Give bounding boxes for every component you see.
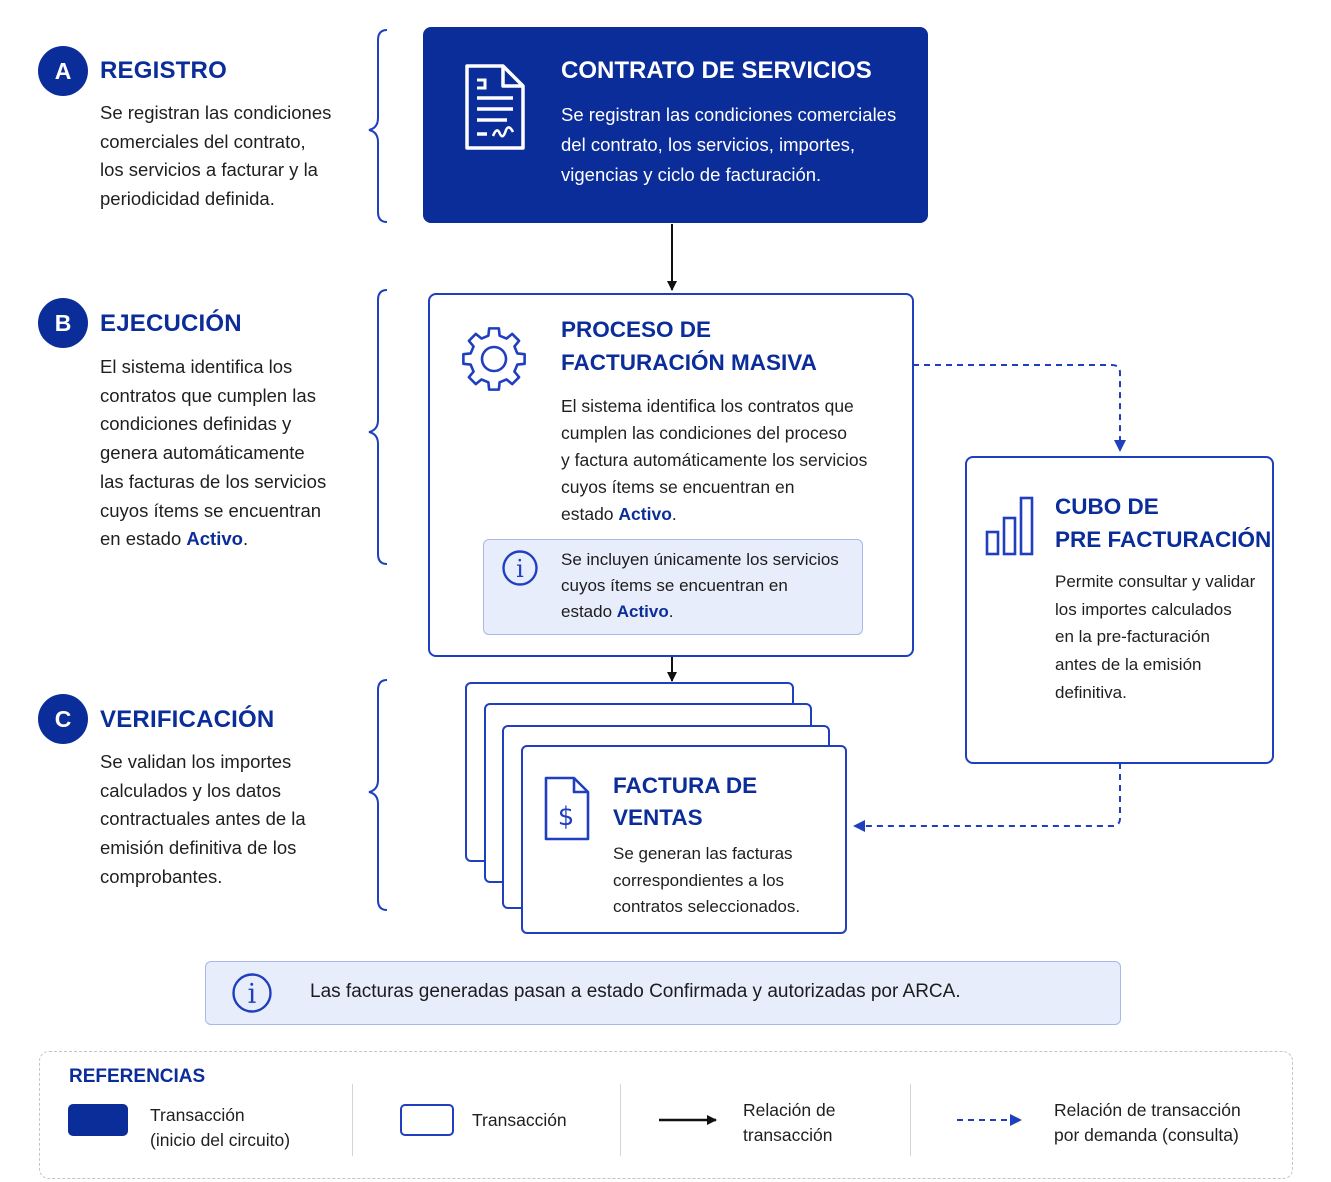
- legend-label-transaccion-inicio: Transacción(inicio del circuito): [150, 1105, 291, 1150]
- legend-divider: [352, 1084, 353, 1156]
- legend-title: REFERENCIAS: [69, 1066, 206, 1087]
- legend-divider: [620, 1084, 621, 1156]
- contrato-servicios-box[interactable]: CONTRATO DE SERVICIOS Se registran las c…: [423, 27, 928, 223]
- stage-b-title: EJECUCIÓN: [100, 310, 242, 337]
- legend-swatch-outline: [400, 1104, 454, 1136]
- contrato-description: Se registran las condiciones comerciales…: [561, 104, 897, 185]
- legend-panel: [39, 1051, 1293, 1179]
- document-signature-icon: [465, 64, 525, 150]
- svg-text:i: i: [516, 555, 524, 583]
- stage-c-badge: C: [38, 694, 88, 744]
- legend-swatch-filled: [68, 1104, 128, 1136]
- legend-label-transaccion: Transacción: [472, 1110, 567, 1130]
- bottom-info-note: i Las facturas generadas pasan a estado …: [205, 961, 1121, 1025]
- svg-text:$: $: [558, 802, 575, 832]
- invoice-dollar-icon: $: [544, 776, 590, 841]
- brace-a: [368, 29, 388, 223]
- bottom-note-text: Las facturas generadas pasan a estado Co…: [310, 981, 961, 1002]
- stage-a-badge: A: [38, 46, 88, 96]
- activo-highlight: Activo: [618, 504, 672, 524]
- bar-chart-icon: [985, 496, 1034, 556]
- info-icon: i: [232, 973, 272, 1013]
- dashed-arrow-cubo-factura: [853, 763, 1121, 832]
- gear-icon: [462, 327, 526, 391]
- legend-divider: [910, 1084, 911, 1156]
- dashed-arrow-proceso-cubo: [913, 364, 1126, 452]
- stage-a-title: REGISTRO: [100, 57, 227, 84]
- stage-b-badge: B: [38, 298, 88, 348]
- contrato-title: CONTRATO DE SERVICIOS: [561, 57, 872, 84]
- activo-highlight: Activo: [186, 528, 243, 550]
- brace-c: [368, 679, 388, 911]
- stage-c-title: VERIFICACIÓN: [100, 706, 275, 733]
- activo-highlight: Activo: [616, 602, 669, 621]
- info-icon: i: [502, 550, 538, 586]
- brace-b: [368, 289, 388, 565]
- svg-text:i: i: [248, 979, 257, 1010]
